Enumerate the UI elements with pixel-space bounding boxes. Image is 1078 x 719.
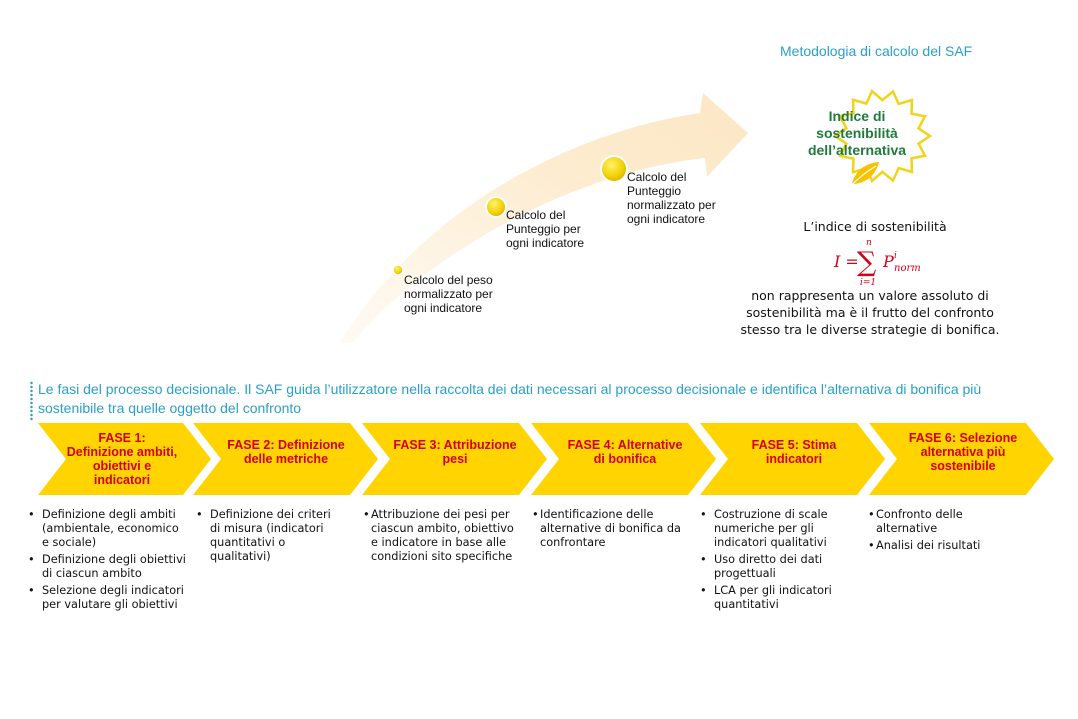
phase-chevrons xyxy=(38,423,1054,495)
step-2-label: Calcolo del Punteggio per ogni indicator… xyxy=(506,208,585,250)
step-1-label: Calcolo del peso normalizzato per ogni i… xyxy=(404,273,493,315)
list-item: Uso diretto dei dati progettuali xyxy=(698,553,858,581)
list-item: Definizione degli ambiti (ambientale, ec… xyxy=(26,508,186,550)
list-item: Costruzione di scale numeriche per gli i… xyxy=(698,508,858,550)
svg-text:i: i xyxy=(894,251,897,261)
list-item: Selezione degli indicatori per valutare … xyxy=(26,584,186,612)
list-item: Identificazione delle alternative di bon… xyxy=(532,508,682,550)
svg-text:i=1: i=1 xyxy=(860,278,876,288)
intro-marker xyxy=(30,381,33,421)
phase-1-title: FASE 1: Definizione ambiti, obiettivi e … xyxy=(66,431,178,487)
phase-6-bullets: Confronto delle alternative Analisi dei … xyxy=(868,508,1018,556)
intro-text: Le fasi del processo decisionale. Il SAF… xyxy=(38,381,982,416)
step-3-label: Calcolo del Punteggio normalizzato per o… xyxy=(627,170,716,226)
step-3-dot xyxy=(600,155,628,183)
phase-2-bullets: Definizione dei criteri di misura (indic… xyxy=(194,508,344,567)
index-description: non rappresenta un valore assoluto di so… xyxy=(740,288,1000,337)
phase-2-title: FASE 2: Definizione delle metriche xyxy=(227,438,345,466)
svg-text:I =: I = xyxy=(833,252,859,271)
index-formula: I = n ∑ i=1 P i norm xyxy=(833,238,921,288)
list-item: Confronto delle alternative xyxy=(868,508,1018,536)
svg-text:norm: norm xyxy=(894,263,921,274)
phase-4-bullets: Identificazione delle alternative di bon… xyxy=(532,508,682,553)
list-item: Definizione degli obiettivi di ciascun a… xyxy=(26,553,186,581)
list-item: Analisi dei risultati xyxy=(868,539,1018,553)
phase-4-title: FASE 4: Alternative di bonifica xyxy=(567,438,683,466)
result-title: Indice di sostenibilità dell’alternativa xyxy=(807,108,907,158)
list-item: LCA per gli indicatori quantitativi xyxy=(698,584,858,612)
step-2-dot xyxy=(485,196,507,218)
phase-1-bullets: Definizione degli ambiti (ambientale, ec… xyxy=(26,508,186,615)
list-item: Definizione dei criteri di misura (indic… xyxy=(194,508,344,564)
svg-text:n: n xyxy=(866,238,872,248)
star-burst xyxy=(832,89,933,183)
list-item: Attribuzione dei pesi per ciascun ambito… xyxy=(363,508,523,564)
phase-3-title: FASE 3: Attribuzione pesi xyxy=(393,438,517,466)
step-1-dot xyxy=(392,264,404,276)
svg-text:P: P xyxy=(882,252,894,271)
progress-arrow xyxy=(340,93,748,343)
phase-5-bullets: Costruzione di scale numeriche per gli i… xyxy=(698,508,858,615)
methodology-title: Metodologia di calcolo del SAF xyxy=(780,43,973,59)
phase-6-title: FASE 6: Selezione alternativa più sosten… xyxy=(908,431,1018,473)
phase-3-bullets: Attribuzione dei pesi per ciascun ambito… xyxy=(363,508,523,567)
svg-text:∑: ∑ xyxy=(857,247,876,278)
phase-5-title: FASE 5: Stima indicatori xyxy=(751,438,837,466)
index-title: L’indice di sostenibilità xyxy=(803,219,947,234)
